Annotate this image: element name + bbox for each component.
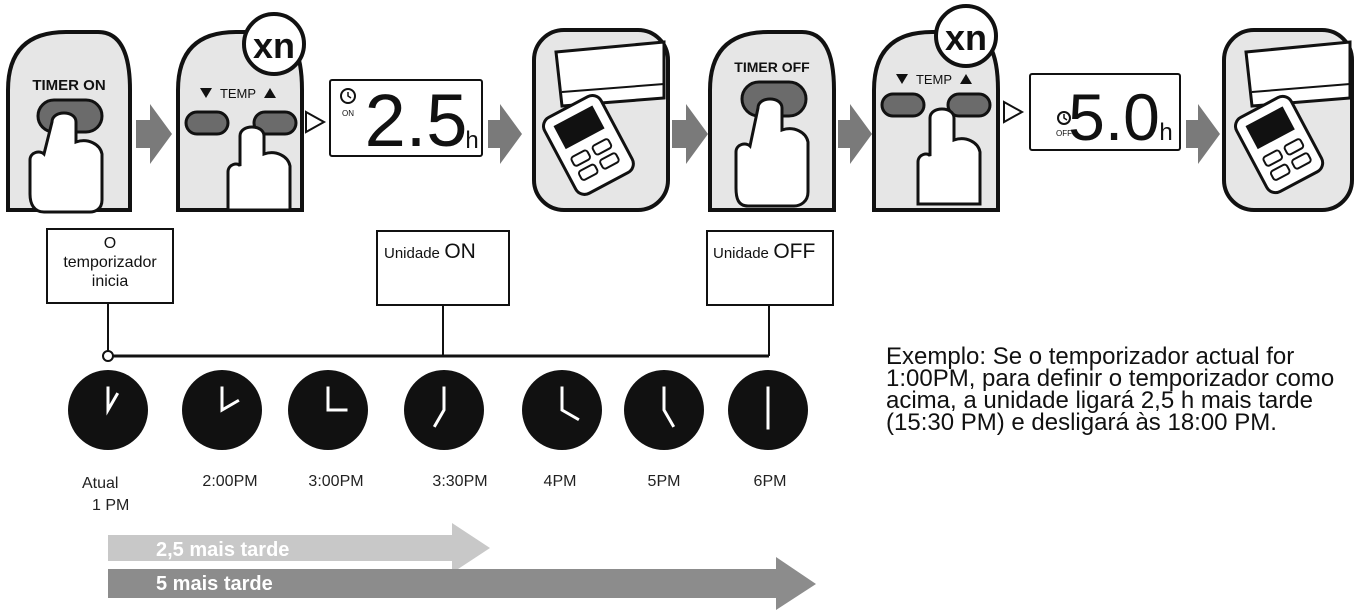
- step-timer-on: TIMER ON: [6, 30, 132, 214]
- timer-on-label: TIMER ON: [32, 77, 105, 94]
- step-arrow-3: [672, 104, 708, 164]
- step-temp-adjust-1: TEMP: [176, 30, 304, 212]
- clock-icon: [1057, 111, 1071, 125]
- time-label-4pm: 4PM: [543, 473, 577, 490]
- repeat-badge-1: xn: [242, 12, 306, 76]
- temp-down-button: [880, 92, 926, 118]
- display-5-0h: OFF 5.0 h: [1029, 73, 1181, 154]
- arrow-down-icon: [200, 88, 212, 98]
- step-timer-off: TIMER OFF: [708, 30, 836, 212]
- finger-icon: [28, 111, 104, 214]
- arrow-5-later: [108, 557, 816, 610]
- display-value: 5.0: [1068, 80, 1160, 154]
- event-state: ON: [444, 240, 476, 263]
- clock-icon: [182, 370, 262, 450]
- event-box-unit-off: Unidade OFF: [706, 230, 834, 306]
- ac-unit-illustration-1: [532, 28, 670, 212]
- clock-icon: [404, 370, 484, 450]
- time-label-1pm: Atual 1 PM: [72, 473, 142, 517]
- temp-label: TEMP: [220, 86, 256, 101]
- time-label-3pm: 3:00PM: [308, 473, 364, 490]
- ac-indoor-unit-icon: [554, 40, 666, 108]
- clock-icon: [522, 370, 602, 450]
- step-arrow-5: [1186, 104, 1220, 164]
- event-prefix: Unidade: [384, 245, 440, 262]
- time-label-2pm: 2:00PM: [202, 473, 258, 490]
- ac-indoor-unit-icon: [1244, 40, 1352, 108]
- steps-illustration: TIMER ON TEMP xn ON 2.5 h: [6, 4, 1354, 214]
- display-unit: h: [1159, 119, 1172, 146]
- timeline-start-marker: [102, 350, 114, 362]
- step-arrow-4: [838, 104, 872, 164]
- event-prefix: Unidade: [713, 245, 769, 262]
- step-temp-adjust-2: TEMP: [872, 30, 1000, 212]
- arrow-2-5-later: [108, 523, 490, 573]
- temp-up-button: [252, 110, 298, 136]
- finger-icon: [916, 107, 982, 206]
- display-mode-label: OFF: [1056, 129, 1072, 138]
- repeat-badge-text: xn: [253, 25, 295, 66]
- duration-arrows: [108, 523, 816, 610]
- display-mode-label: ON: [342, 109, 354, 118]
- display-unit: h: [465, 127, 478, 154]
- remote-control-icon: [542, 93, 635, 196]
- arrow-up-icon: [264, 88, 276, 98]
- repeat-badge-2: xn: [934, 4, 998, 68]
- example-text: Exemplo: Se o temporizador actual for 1:…: [886, 343, 1335, 436]
- clock-icon: [624, 370, 704, 450]
- event-box-timer-start: O temporizador inicia: [46, 228, 174, 304]
- time-line: 1 PM: [92, 497, 130, 514]
- event-line: inicia: [91, 273, 129, 290]
- clock-icon: [728, 370, 808, 450]
- display-2-5h: ON 2.5 h: [329, 79, 483, 162]
- clock-icon: [340, 88, 356, 104]
- temp-label: TEMP: [916, 72, 952, 87]
- arrow-up-icon: [960, 74, 972, 84]
- event-line: temporizador: [63, 254, 157, 271]
- time-line: Atual: [82, 475, 119, 492]
- remote-control-icon: [1234, 94, 1325, 195]
- temp-down-button: [184, 110, 230, 136]
- clock-row: [68, 370, 808, 450]
- step-arrow-2: [488, 104, 522, 164]
- arrow-down-icon: [896, 74, 908, 84]
- time-label-6pm: 6PM: [753, 473, 787, 490]
- ac-unit-illustration-2: [1222, 28, 1354, 212]
- event-box-unit-on: Unidade ON: [376, 230, 510, 306]
- time-label-330pm: 3:30PM: [432, 473, 488, 490]
- repeat-badge-text: xn: [945, 17, 987, 58]
- event-state: OFF: [773, 240, 816, 263]
- time-label-5pm: 5PM: [647, 473, 681, 490]
- step-arrow-1: [136, 104, 172, 164]
- display-value: 2.5: [365, 79, 468, 162]
- clock-icon: [68, 370, 148, 450]
- pointer-triangle-icon: [305, 110, 327, 134]
- clock-icon: [288, 370, 368, 450]
- timer-off-label: TIMER OFF: [734, 59, 810, 75]
- timeline-axis: [102, 304, 770, 362]
- arrow-label-5-later: 5 mais tarde: [156, 573, 273, 595]
- arrow-label-2-5-later: 2,5 mais tarde: [156, 539, 290, 561]
- event-line: O: [103, 235, 117, 252]
- finger-icon: [226, 125, 292, 212]
- temp-up-button: [946, 92, 992, 118]
- finger-icon: [734, 97, 810, 208]
- pointer-triangle-icon: [1003, 100, 1025, 124]
